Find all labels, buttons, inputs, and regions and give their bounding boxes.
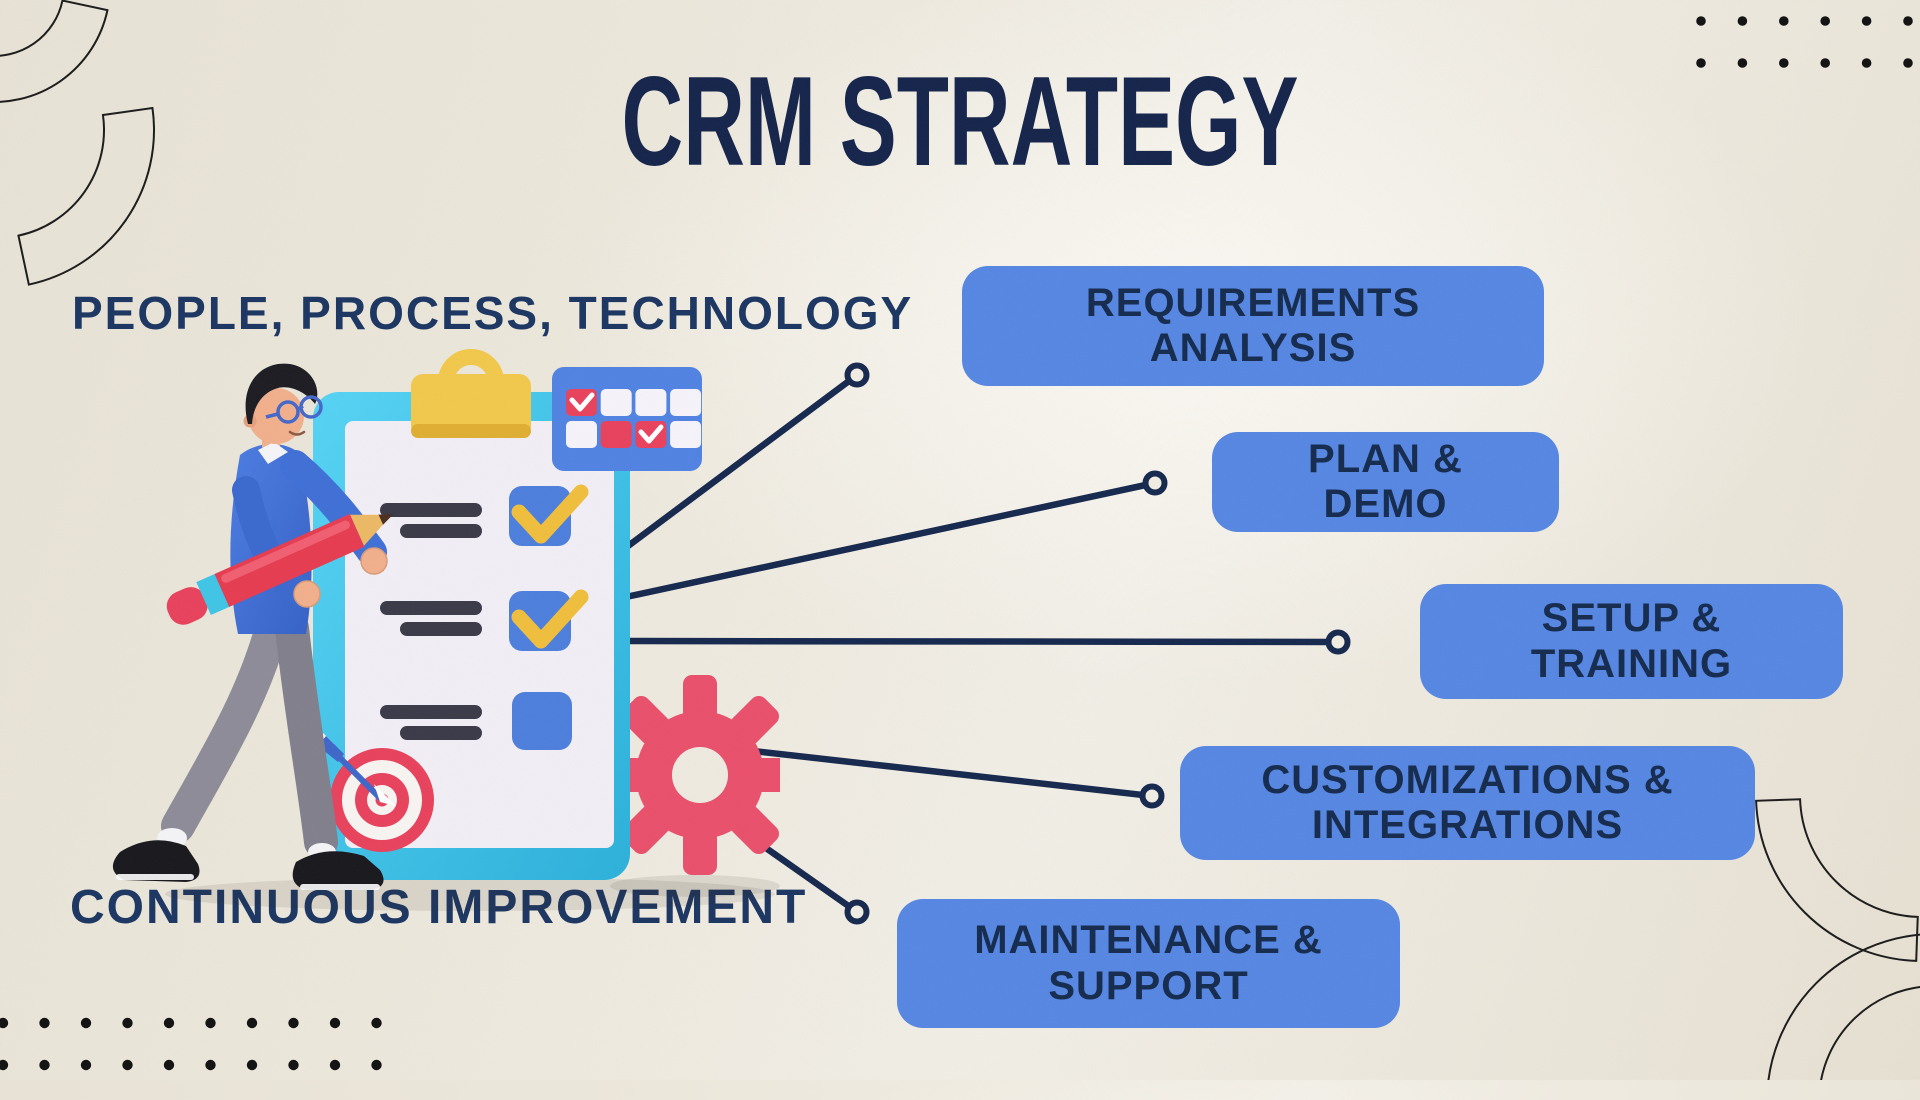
ground-shadow [165,875,780,911]
connector-endpoint-5 [844,899,870,925]
clipboard-clip [411,349,531,438]
stage-label-line: INTEGRATIONS [1311,803,1624,847]
stage-label-line: PLAN & [1308,436,1463,481]
stage-label-line: SETUP & [1541,596,1722,641]
stage-box-requirements-analysis: REQUIREMENTS ANALYSIS [962,266,1544,386]
stage-label-line: ANALYSIS [1149,326,1357,370]
checkbox-checked-icon [509,589,589,651]
stage-label-line: DEMO [1323,482,1448,526]
connector-endpoint-2 [1142,470,1168,496]
connector-endpoint-3 [1325,629,1351,655]
clipboard-illustration [112,349,780,911]
stage-box-plan-demo: PLAN & DEMO [1212,432,1559,532]
stage-label-line: MAINTENANCE & [974,918,1323,963]
stage-label-line: SUPPORT [1048,963,1249,1008]
stage-box-setup-training: SETUP & TRAINING [1420,584,1843,699]
connector-endpoint-4 [1139,783,1165,809]
stage-label-line: CUSTOMIZATIONS & [1261,757,1674,802]
stage-label-line: REQUIREMENTS [1085,280,1421,325]
stage-box-customizations-integrations: CUSTOMIZATIONS & INTEGRATIONS [1180,746,1755,860]
checkbox-empty-icon [512,692,572,750]
stage-box-maintenance-support: MAINTENANCE & SUPPORT [897,899,1400,1028]
stage-label-line: TRAINING [1530,641,1733,686]
checkbox-checked-icon [509,484,589,546]
page-title: CRM STRATEGY [621,50,1299,193]
calendar-icon [552,367,702,471]
connector-endpoint-1 [844,362,870,388]
